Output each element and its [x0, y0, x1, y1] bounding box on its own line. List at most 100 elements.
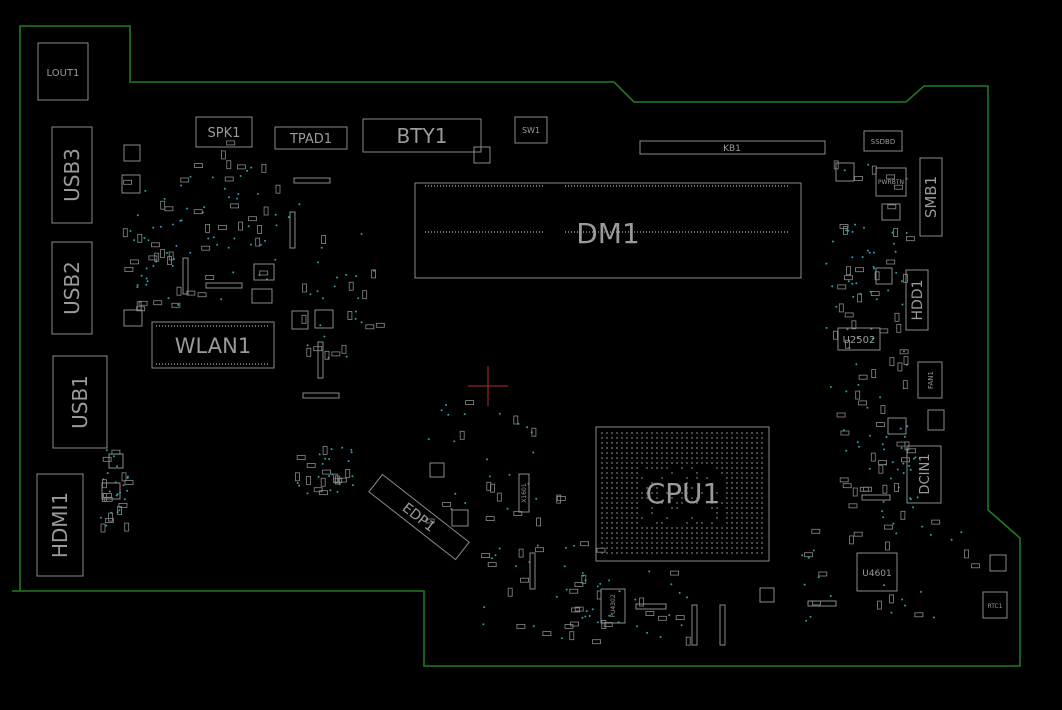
via: [140, 274, 143, 277]
via: [118, 509, 121, 512]
cpu-ball: [726, 537, 728, 539]
via: [801, 554, 804, 557]
via: [536, 544, 539, 547]
connector-spk1[interactable]: SPK1: [195, 116, 253, 148]
cpu-ball: [696, 502, 698, 504]
via: [902, 462, 905, 465]
cpu-ball: [726, 482, 728, 484]
chip-u2502[interactable]: U2502: [837, 327, 881, 351]
cpu-ball: [746, 492, 748, 494]
connector-usb3[interactable]: USB3: [51, 126, 93, 224]
smd-pad: [675, 615, 685, 620]
connector-bty1[interactable]: BTY1: [362, 118, 482, 153]
cpu-ball: [726, 522, 728, 524]
cpu-ball: [601, 512, 603, 514]
via: [246, 169, 248, 172]
cpu-ball: [756, 512, 758, 514]
cpu-ball: [746, 547, 748, 549]
connector-kb1[interactable]: KB1: [639, 140, 826, 155]
cpu-ball: [611, 457, 613, 459]
smd-pad: [205, 223, 211, 233]
via: [831, 285, 834, 288]
connector-fan1[interactable]: FAN1: [917, 361, 943, 399]
slot-wlan1[interactable]: WLAN1: [151, 321, 275, 369]
cpu-ball: [651, 432, 653, 434]
connector-usb2[interactable]: USB2: [51, 241, 93, 335]
switch-sw1[interactable]: SW1: [514, 116, 548, 144]
cpu-ball: [756, 457, 758, 459]
cpu-ball: [681, 437, 683, 439]
smd-pad: [894, 312, 900, 322]
cpu-ball: [616, 442, 618, 444]
cpu-ball: [616, 487, 618, 489]
via: [341, 446, 344, 449]
connector-ssdbd[interactable]: SSDBD: [863, 130, 903, 152]
cpu-ball: [681, 552, 683, 554]
cpu1-label: CPU1: [646, 477, 721, 510]
connector-smb1[interactable]: SMB1: [919, 157, 943, 237]
connector-hdmi1[interactable]: HDMI1: [36, 473, 84, 577]
cpu-ball: [601, 542, 603, 544]
wlan1-label: WLAN1: [175, 334, 251, 358]
cpu-ball: [756, 437, 758, 439]
cpu-ball: [726, 532, 728, 534]
cpu-ball: [611, 552, 613, 554]
cpu-ball: [696, 552, 698, 554]
connector-tpad1[interactable]: TPAD1: [274, 126, 348, 150]
smd-pad: [896, 323, 902, 333]
cpu-ball: [681, 537, 683, 539]
via: [256, 192, 259, 195]
smd-pad: [836, 412, 846, 418]
via: [482, 623, 485, 626]
cpu-ball: [636, 472, 638, 474]
cpu-ball: [721, 462, 723, 464]
cpu-ball: [691, 462, 693, 464]
via: [165, 251, 168, 254]
cpu-ball: [726, 477, 728, 479]
via: [360, 321, 363, 324]
cpu-ball: [761, 502, 763, 504]
cpu-ball: [726, 447, 728, 449]
smd-pad: [902, 380, 908, 390]
via: [680, 624, 683, 627]
via: [324, 457, 327, 460]
connector-usb1[interactable]: USB1: [52, 355, 108, 449]
connector-edp1[interactable]: EDP1: [368, 473, 470, 561]
smd-pad: [859, 486, 869, 492]
cpu-ball: [736, 492, 738, 494]
crystal-x1601[interactable]: X1601: [518, 473, 530, 513]
connector-dcin1[interactable]: DCIN1: [906, 445, 942, 504]
cpu-ball: [671, 472, 673, 474]
cpu-ball: [686, 477, 688, 479]
connector-rtc1[interactable]: RTC1: [982, 591, 1008, 619]
chip-cpu1[interactable]: CPU1: [595, 426, 770, 562]
smd-pad: [248, 216, 257, 222]
smd-pad: [194, 163, 204, 169]
via: [618, 590, 621, 593]
cpu-ball: [671, 462, 673, 464]
via: [126, 475, 129, 478]
cpu-ball: [611, 502, 613, 504]
cpu-ball: [601, 447, 603, 449]
via: [883, 448, 886, 451]
cpu-ball: [636, 552, 638, 554]
connector-pwrbtn[interactable]: PWRBTN: [875, 167, 907, 197]
cpu-ball: [636, 547, 638, 549]
cpu-ball: [691, 487, 693, 489]
via: [560, 637, 563, 640]
connector-hdd1[interactable]: HDD1: [905, 269, 929, 331]
chip-pu4302[interactable]: PU4302: [600, 588, 626, 624]
cpu-ball: [676, 432, 678, 434]
cpu-ball: [751, 492, 753, 494]
cpu-ball: [716, 552, 718, 554]
smd-pad: [853, 531, 863, 537]
smd-pad: [574, 582, 584, 587]
cpu-ball: [741, 492, 743, 494]
slot-dm1[interactable]: DM1: [414, 182, 802, 279]
cpu-ball: [671, 442, 673, 444]
chip-u4601[interactable]: U4601: [856, 552, 898, 592]
cpu-ball: [681, 462, 683, 464]
smd-pad: [886, 174, 895, 180]
connector-lout1[interactable]: LOUT1: [37, 42, 89, 101]
